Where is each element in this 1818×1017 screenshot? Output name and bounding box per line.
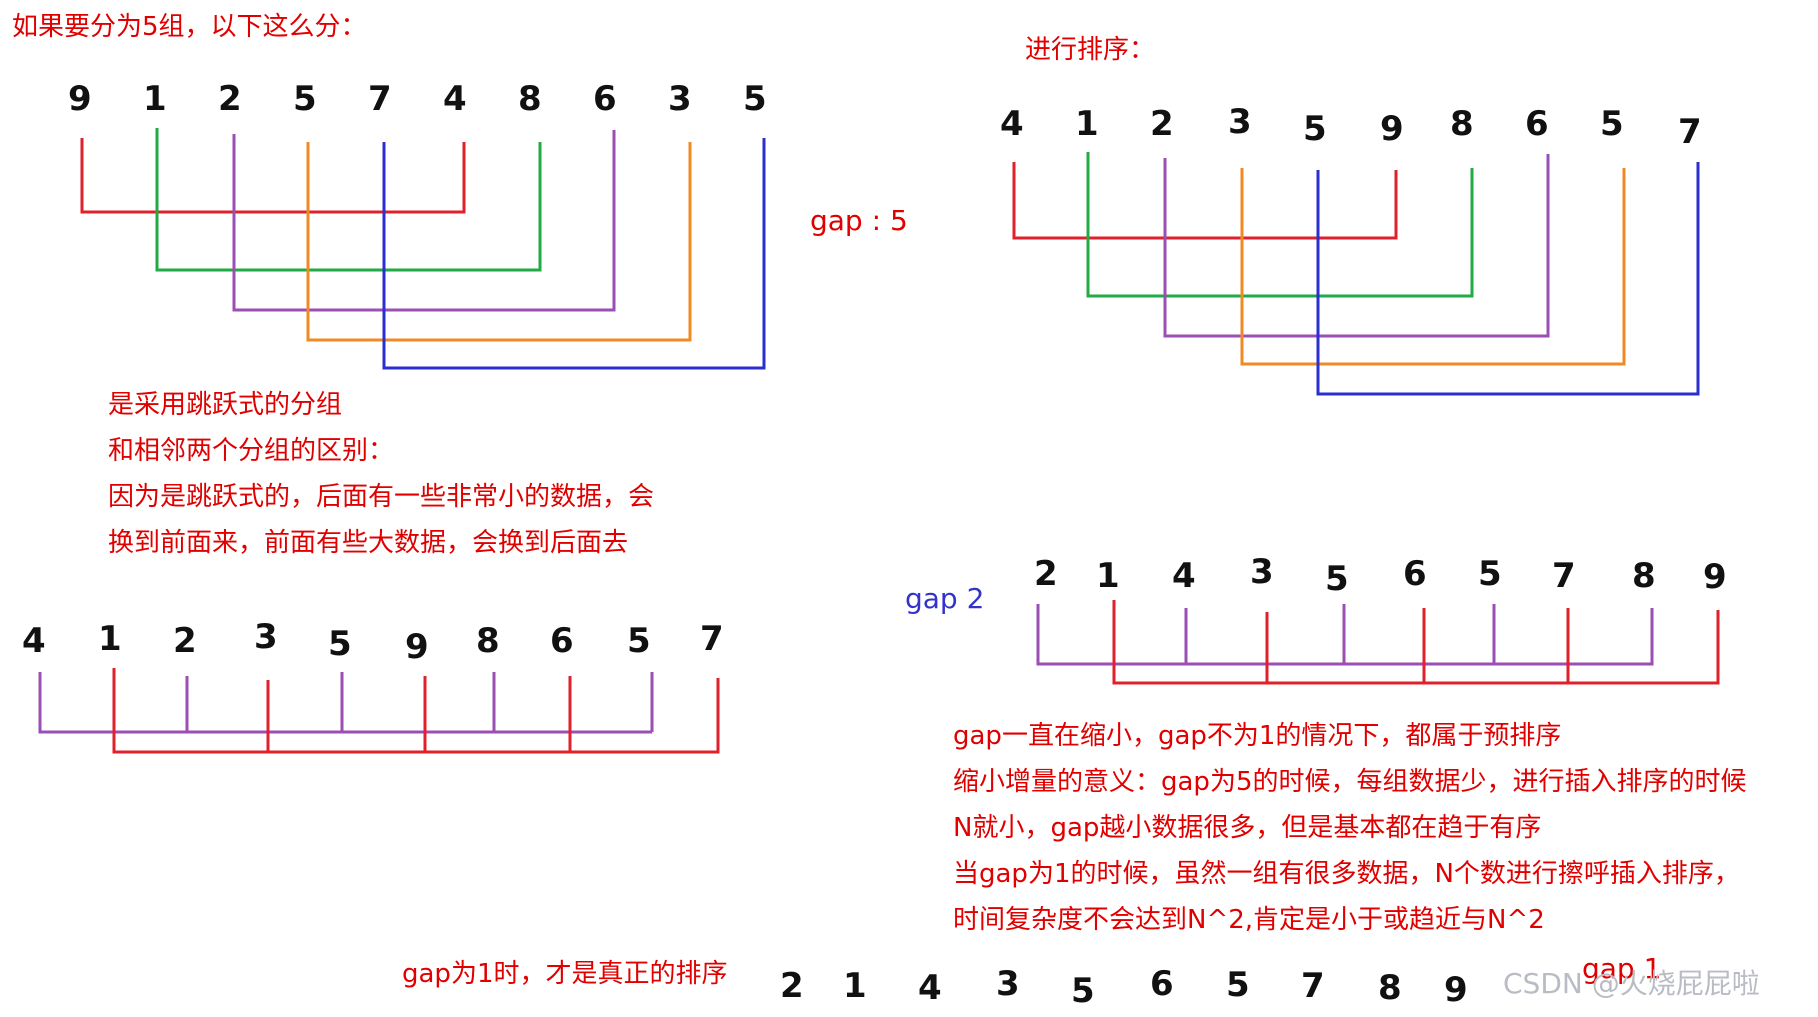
gap2-groups-left [38, 668, 720, 754]
note-line: 时间复杂度不会达到N^2,肯定是小于或趋近与N^2 [953, 905, 1545, 935]
digit: 5 [328, 624, 352, 664]
digit: 1 [143, 79, 167, 119]
digit: 4 [918, 968, 942, 1008]
digit: 2 [780, 966, 804, 1006]
group-orange [306, 142, 692, 342]
group-green [155, 128, 542, 272]
digit: 9 [1703, 557, 1727, 597]
digit: 4 [443, 79, 467, 119]
initial-array: 9 1 2 5 7 4 8 6 3 5 [68, 79, 767, 119]
note-gap-shrinking: gap一直在缩小，gap不为1的情况下，都属于预排序 缩小增量的意义：gap为5… [953, 721, 1746, 935]
digit: 3 [1250, 552, 1274, 592]
digit: 6 [1525, 104, 1549, 144]
digit: 9 [68, 79, 92, 119]
note-line: 是采用跳跃式的分组 [108, 390, 342, 420]
digit: 7 [700, 619, 724, 659]
digit: 7 [1301, 966, 1325, 1006]
digit: 8 [518, 79, 542, 119]
digit: 5 [293, 79, 317, 119]
gap5-label: gap : 5 [810, 204, 908, 237]
digit: 5 [743, 79, 767, 119]
note-line: 缩小增量的意义：gap为5的时候，每组数据少，进行插入排序的时候 [953, 767, 1746, 797]
note-line: 和相邻两个分组的区别： [108, 436, 394, 466]
digit: 1 [1075, 104, 1099, 144]
digit: 6 [593, 79, 617, 119]
title-text: 如果要分为5组，以下这么分： [12, 12, 367, 42]
digit: 3 [668, 79, 692, 119]
digit: 9 [1380, 109, 1404, 149]
gap1-array: 2 1 4 3 5 6 5 7 8 9 [780, 964, 1468, 1011]
digit: 8 [476, 621, 500, 661]
note-line: 当gap为1的时候，虽然一组有很多数据，N个数进行擦呼插入排序， [953, 859, 1740, 889]
digit: 3 [1228, 102, 1252, 142]
note-line: gap一直在缩小，gap不为1的情况下，都属于预排序 [953, 721, 1561, 751]
digit: 7 [1678, 112, 1702, 152]
digit: 5 [1478, 554, 1502, 594]
digit: 5 [627, 621, 651, 661]
gap1-label: gap 1 [1582, 952, 1661, 985]
digit: 2 [218, 79, 242, 119]
note-jump-grouping: 是采用跳跃式的分组 和相邻两个分组的区别： 因为是跳跃式的，后面有一些非常小的数… [108, 390, 654, 558]
digit: 8 [1378, 968, 1402, 1008]
group-red [80, 138, 466, 214]
note-line: 换到前面来，前面有些大数据，会换到后面去 [108, 528, 628, 558]
note-line: N就小，gap越小数据很多，但是基本都在趋于有序 [953, 813, 1541, 843]
digit: 4 [22, 621, 46, 661]
digit: 8 [1632, 556, 1656, 596]
group-orange [1240, 168, 1626, 366]
digit: 4 [1172, 556, 1196, 596]
digit: 4 [1000, 104, 1024, 144]
digit: 2 [1034, 554, 1058, 594]
digit: 3 [254, 617, 278, 657]
digit: 6 [550, 621, 574, 661]
group-blue [1316, 162, 1700, 396]
digit: 6 [1150, 964, 1174, 1004]
group-green [1086, 152, 1474, 298]
digit: 9 [405, 627, 429, 667]
digit: 7 [1552, 556, 1576, 596]
group-red [112, 668, 720, 754]
group-red [1012, 162, 1398, 240]
gap2-groups-right [1036, 600, 1720, 685]
after-gap5-array: 4 1 2 3 5 9 8 6 5 7 [1000, 102, 1702, 152]
digit: 5 [1226, 965, 1250, 1005]
gap2-label: gap 2 [905, 582, 984, 615]
group-red [1112, 600, 1720, 685]
digit: 5 [1600, 104, 1624, 144]
csdn-watermark: CSDN @火烧屁屁啦 [1503, 967, 1760, 1000]
digit: 7 [368, 79, 392, 119]
digit: 1 [98, 619, 122, 659]
group-blue [382, 138, 766, 370]
digit: 2 [1150, 104, 1174, 144]
gap1-text: gap为1时，才是真正的排序 [402, 959, 727, 989]
digit: 5 [1071, 971, 1095, 1011]
gap2-input-array: 4 1 2 3 5 9 8 6 5 7 [22, 617, 724, 667]
digit: 9 [1444, 970, 1468, 1010]
digit: 6 [1403, 554, 1427, 594]
note-line: 因为是跳跃式的，后面有一些非常小的数据，会 [108, 482, 654, 512]
gap5-groups-sorted [1012, 152, 1700, 396]
after-gap2-array: 2 1 4 3 5 6 5 7 8 9 [1034, 552, 1727, 599]
digit: 5 [1325, 559, 1349, 599]
digit: 8 [1450, 104, 1474, 144]
digit: 1 [843, 966, 867, 1006]
digit: 2 [173, 621, 197, 661]
digit: 1 [1096, 556, 1120, 596]
sort-title: 进行排序： [1025, 35, 1155, 65]
gap5-groups-initial [80, 128, 766, 370]
group-purple [232, 130, 616, 312]
group-purple [38, 672, 652, 734]
digit: 5 [1303, 109, 1327, 149]
group-purple [1163, 154, 1550, 338]
digit: 3 [996, 964, 1020, 1004]
